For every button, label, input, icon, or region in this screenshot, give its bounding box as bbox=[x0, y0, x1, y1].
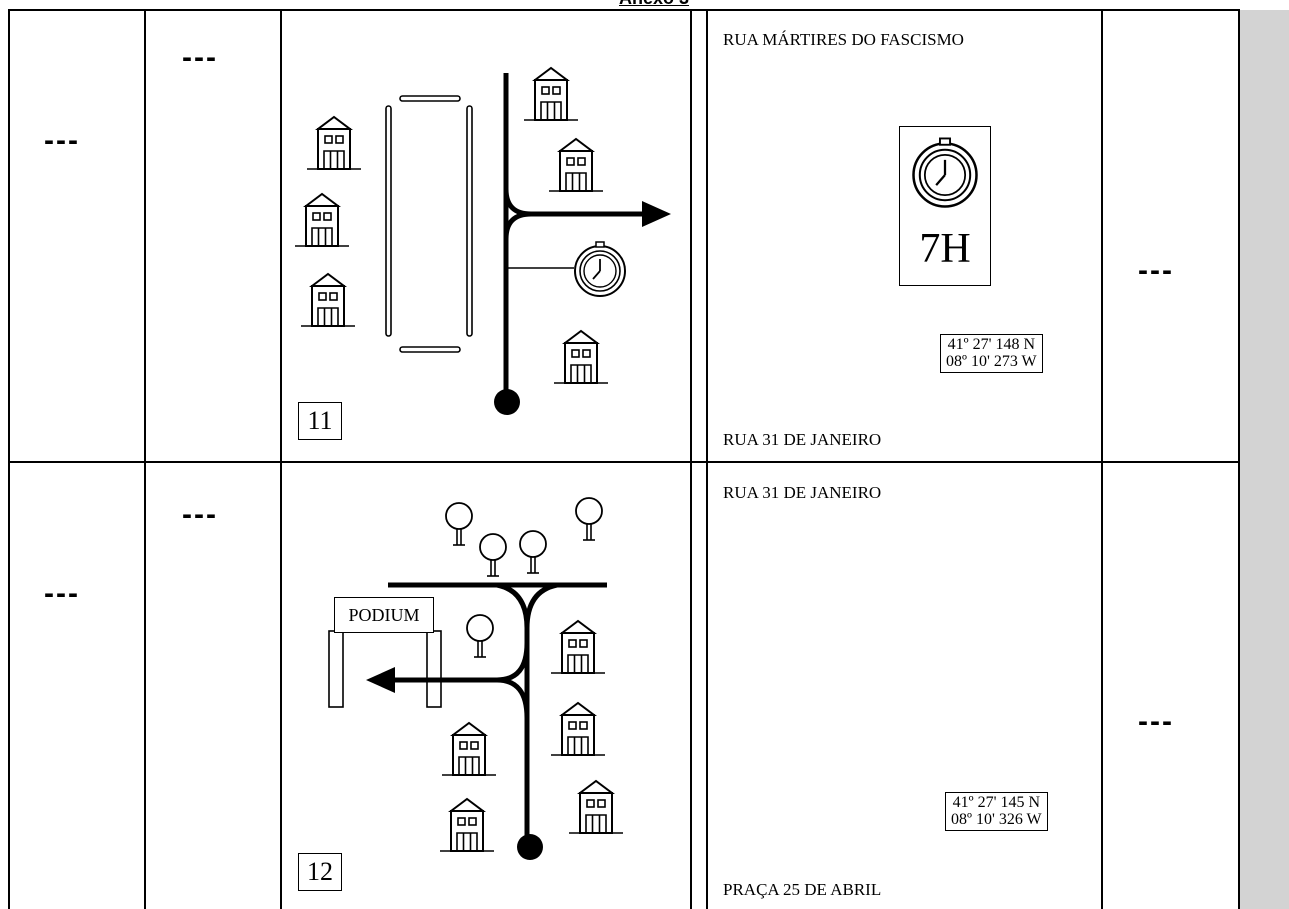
column-divider bbox=[706, 9, 708, 909]
table-border-left bbox=[8, 9, 10, 909]
longitude: 08º 10' 326 W bbox=[951, 811, 1042, 828]
route-diagram-12 bbox=[328, 497, 624, 860]
table-border-right bbox=[1238, 9, 1240, 909]
row-1-col-6-value: --- bbox=[1138, 254, 1174, 287]
house-icon bbox=[294, 193, 350, 247]
street-top: RUA MÁRTIRES DO FASCISMO bbox=[723, 30, 964, 49]
column-divider bbox=[280, 9, 282, 909]
tree-icon bbox=[445, 502, 473, 546]
house-icon bbox=[300, 273, 356, 327]
stopwatch-icon bbox=[574, 241, 626, 297]
street-top: RUA 31 DE JANEIRO bbox=[723, 483, 882, 502]
arrow-icon bbox=[366, 667, 395, 693]
street-bottom: PRAÇA 25 DE ABRIL bbox=[723, 880, 882, 899]
longitude: 08º 10' 273 W bbox=[946, 353, 1037, 370]
latitude: 41º 27' 148 N bbox=[947, 336, 1036, 353]
tree-icon bbox=[466, 614, 494, 658]
house-icon bbox=[306, 116, 362, 170]
page-margin bbox=[1240, 10, 1289, 909]
route-diagram-11 bbox=[294, 67, 671, 415]
gps-coordinates: 41º 27' 148 N 08º 10' 273 W bbox=[940, 334, 1043, 373]
time-control-box: 7H bbox=[899, 126, 991, 286]
column-divider bbox=[144, 9, 146, 909]
stopwatch-icon bbox=[912, 137, 978, 208]
row-1-col-1-value: --- bbox=[44, 124, 80, 157]
tree-icon bbox=[519, 530, 547, 574]
row-2-col-2-value: --- bbox=[182, 498, 218, 531]
start-point-icon bbox=[494, 389, 520, 415]
page-title: Anexo 3 bbox=[604, 0, 704, 8]
waypoint-number: 12 bbox=[298, 853, 342, 891]
house-icon bbox=[523, 67, 579, 121]
start-time: 7H bbox=[919, 226, 971, 272]
table-border-top bbox=[8, 9, 1240, 11]
house-icon bbox=[548, 138, 604, 192]
row-1-col-2-value: --- bbox=[182, 41, 218, 74]
house-icon bbox=[553, 330, 609, 384]
house-icon bbox=[441, 722, 497, 776]
row-divider bbox=[8, 461, 1240, 463]
house-icon bbox=[550, 702, 606, 756]
start-point-icon bbox=[517, 834, 543, 860]
tree-icon bbox=[575, 497, 603, 541]
waypoint-number: 11 bbox=[298, 402, 342, 440]
route-arrow-icon bbox=[503, 188, 648, 217]
tree-icon bbox=[479, 533, 507, 577]
podium-label: PODIUM bbox=[334, 597, 434, 633]
row-2-col-6-value: --- bbox=[1138, 705, 1174, 738]
gps-coordinates: 41º 27' 145 N 08º 10' 326 W bbox=[945, 792, 1048, 831]
column-divider bbox=[1101, 9, 1103, 909]
house-icon bbox=[550, 620, 606, 674]
latitude: 41º 27' 145 N bbox=[952, 794, 1041, 811]
column-divider bbox=[690, 9, 692, 909]
house-icon bbox=[568, 780, 624, 834]
house-icon bbox=[439, 798, 495, 852]
street-bottom: RUA 31 DE JANEIRO bbox=[723, 430, 882, 449]
arrow-icon bbox=[642, 201, 671, 227]
row-2-col-1-value: --- bbox=[44, 577, 80, 610]
